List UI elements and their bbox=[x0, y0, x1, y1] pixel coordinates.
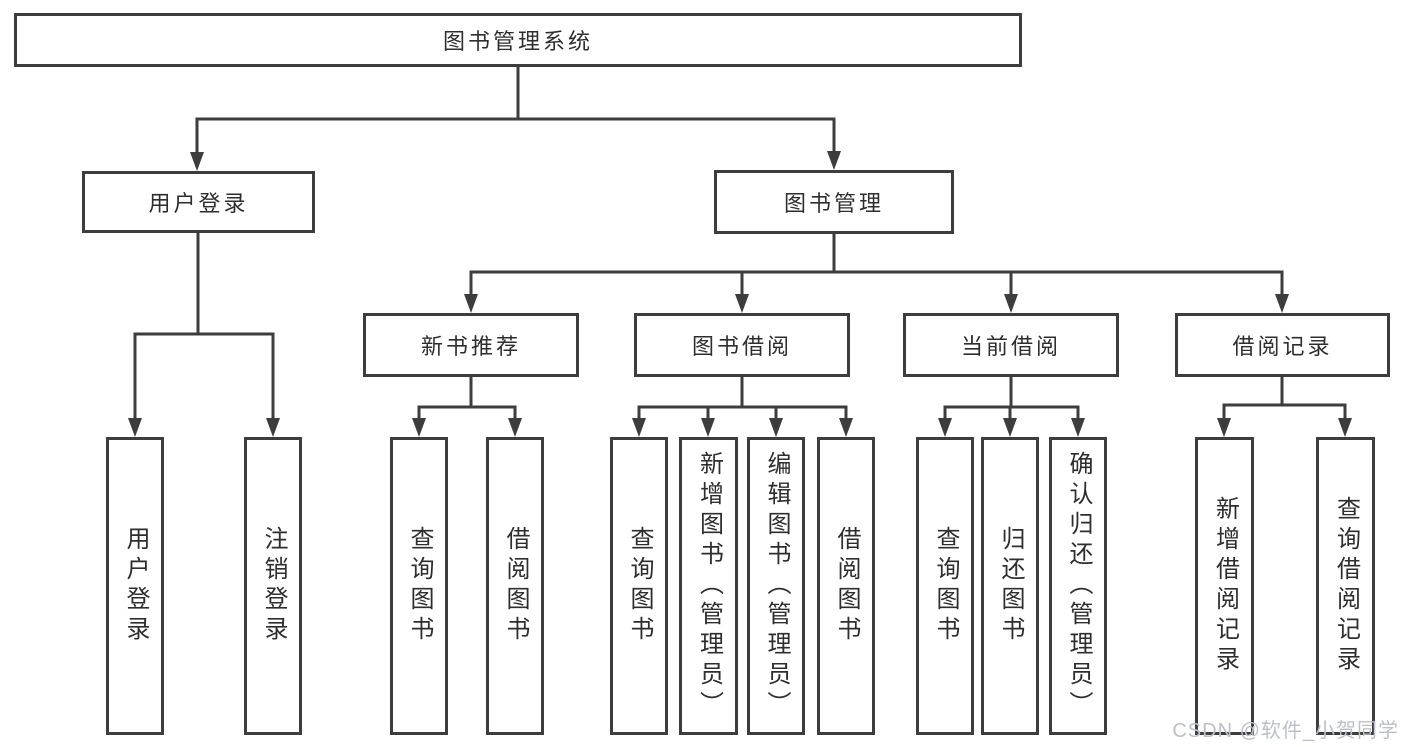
node-new-book-recommend-label: 新书推荐 bbox=[420, 334, 521, 359]
connector-userlogin-to-leaves bbox=[128, 231, 280, 437]
leaf-confirm-return-admin: 确认归还（管理员） bbox=[1049, 437, 1107, 735]
node-book-borrowing: 图书借阅 bbox=[634, 313, 850, 377]
node-user-login-label: 用户登录 bbox=[148, 191, 249, 216]
node-book-management: 图书管理 bbox=[714, 170, 954, 234]
node-book-management-label: 图书管理 bbox=[783, 191, 884, 216]
leaf-confirm-return-admin-label: 确认归还（管理员） bbox=[1065, 451, 1092, 721]
leaf-add-borrow-record: 新增借阅记录 bbox=[1195, 437, 1254, 735]
leaf-edit-books-admin-label: 编辑图书（管理员） bbox=[763, 451, 790, 721]
node-current-borrowing: 当前借阅 bbox=[903, 313, 1119, 377]
leaf-return-books: 归还图书 bbox=[981, 437, 1039, 735]
node-book-borrowing-label: 图书借阅 bbox=[691, 334, 792, 359]
leaf-logout-login: 注销登录 bbox=[244, 437, 302, 735]
leaf-borrow-books-rec: 借阅图书 bbox=[486, 437, 544, 735]
leaf-edit-books-admin: 编辑图书（管理员） bbox=[747, 437, 805, 735]
leaf-query-books-rec-label: 查询图书 bbox=[406, 526, 433, 646]
leaf-add-books-admin-label: 新增图书（管理员） bbox=[695, 451, 723, 721]
node-current-borrowing-label: 当前借阅 bbox=[960, 334, 1061, 359]
connector-currentborrow-to-leaves bbox=[938, 375, 1085, 437]
leaf-query-books-current-label: 查询图书 bbox=[932, 526, 959, 646]
leaf-return-books-label: 归还图书 bbox=[997, 526, 1024, 646]
leaf-user-login-label: 用户登录 bbox=[122, 526, 149, 646]
connector-bookmgmt-to-level3 bbox=[464, 232, 1289, 313]
leaf-query-books-current: 查询图书 bbox=[916, 437, 974, 735]
leaf-add-books-admin: 新增图书（管理员） bbox=[679, 437, 738, 735]
connector-borrowrecords-to-leaves bbox=[1217, 375, 1352, 437]
csdn-watermark: CSDN @软件_小贺同学 bbox=[1172, 720, 1399, 742]
leaf-user-login: 用户登录 bbox=[106, 437, 164, 735]
leaf-query-books-borrow-label: 查询图书 bbox=[626, 526, 653, 646]
leaf-query-books-borrow: 查询图书 bbox=[610, 437, 668, 735]
node-borrowing-records-label: 借阅记录 bbox=[1232, 334, 1333, 359]
leaf-logout-login-label: 注销登录 bbox=[260, 526, 287, 646]
node-new-book-recommend: 新书推荐 bbox=[363, 313, 579, 377]
node-library-system-label: 图书管理系统 bbox=[442, 29, 593, 54]
node-user-login: 用户登录 bbox=[82, 171, 315, 233]
node-borrowing-records: 借阅记录 bbox=[1175, 313, 1390, 377]
leaf-query-borrow-record: 查询借阅记录 bbox=[1316, 437, 1375, 735]
leaf-query-borrow-record-label: 查询借阅记录 bbox=[1332, 496, 1360, 676]
leaf-borrow-books: 借阅图书 bbox=[817, 437, 875, 735]
leaf-borrow-books-label: 借阅图书 bbox=[833, 526, 860, 646]
connector-bookborrow-to-leaves bbox=[632, 375, 853, 437]
node-library-system: 图书管理系统 bbox=[14, 13, 1022, 67]
leaf-borrow-books-rec-label: 借阅图书 bbox=[502, 526, 529, 646]
leaf-add-borrow-record-label: 新增借阅记录 bbox=[1211, 496, 1239, 676]
connector-root-to-level2 bbox=[190, 65, 841, 171]
leaf-query-books-rec: 查询图书 bbox=[390, 437, 448, 735]
connector-newbookrec-to-leaves bbox=[412, 375, 522, 437]
